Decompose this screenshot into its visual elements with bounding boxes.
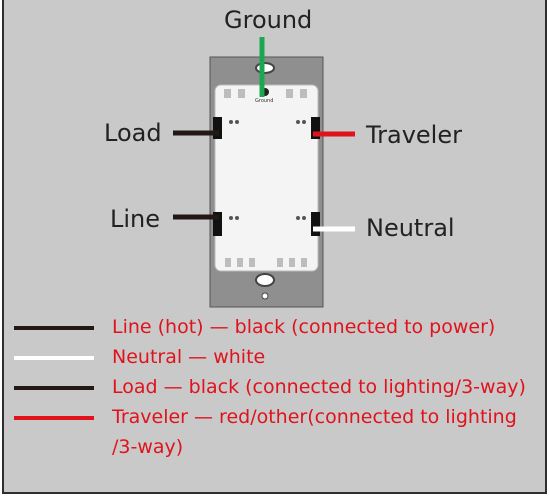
bottom-mount-screw: [255, 273, 275, 287]
switch-body-teeth-bottom: [225, 258, 307, 267]
terminal-holes: [229, 120, 306, 220]
wiring-diagram: Ground: [173, 37, 355, 308]
legend-load-text: Load — black (connected to lighting/3-wa…: [112, 376, 526, 398]
switch-body: [214, 84, 319, 272]
line-label: Line: [110, 205, 161, 233]
switch-body-teeth-top: [224, 89, 307, 98]
legend-neutral-text: Neutral — white: [112, 346, 266, 368]
legend-traveler-text-cont: /3-way): [112, 436, 184, 458]
legend-traveler-text: Traveler — red/other(connected to lighti…: [112, 406, 517, 428]
legend-line-swatch: [14, 326, 94, 330]
switch-ground-text: Ground: [255, 98, 273, 104]
ground-label: Ground: [224, 6, 313, 34]
top-mount-screw: [255, 62, 275, 74]
terminal-screws: [213, 117, 320, 236]
legend-neutral-swatch: [14, 356, 94, 360]
legend-traveler-swatch: [14, 416, 94, 420]
legend-line-text: Line (hot) — black (connected to power): [112, 316, 496, 338]
bottom-plate-hole: [261, 292, 269, 300]
traveler-label: Traveler: [366, 121, 462, 149]
legend-load-swatch: [14, 386, 94, 390]
load-label: Load: [104, 119, 162, 147]
neutral-label: Neutral: [366, 214, 455, 242]
